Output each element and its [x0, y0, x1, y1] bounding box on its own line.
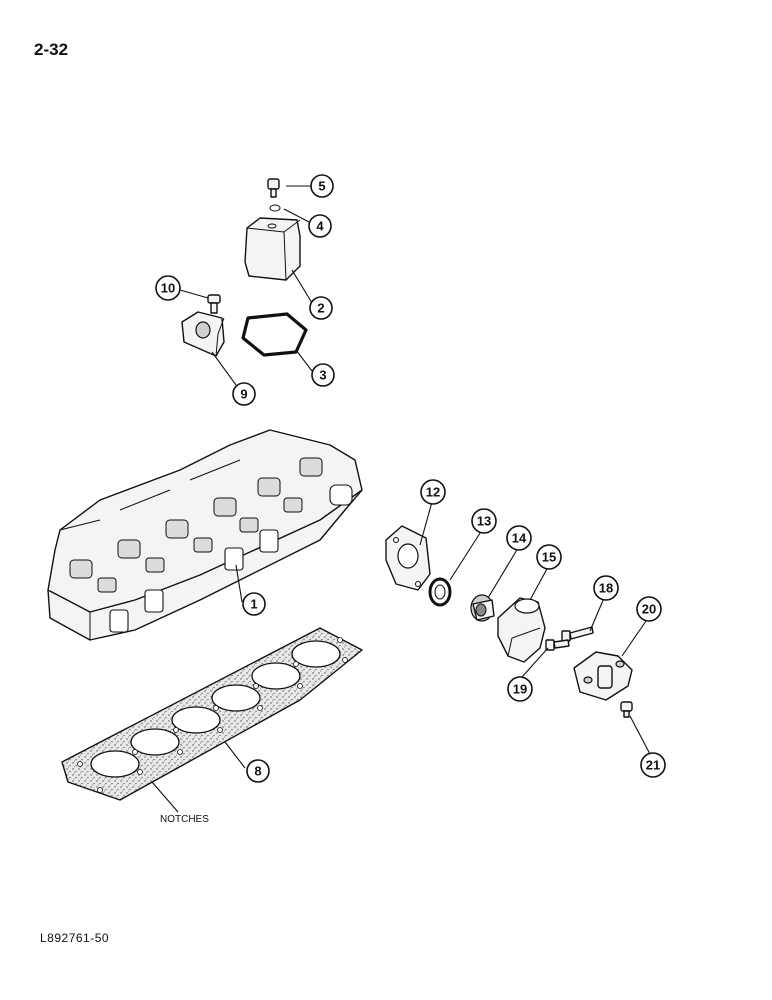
callout-21: 21	[640, 752, 666, 778]
callout-14: 14	[506, 525, 532, 551]
callout-8: 8	[246, 759, 270, 783]
head-gasket-part-8	[61, 627, 363, 801]
notches-label: NOTCHES	[160, 814, 209, 825]
svg-text:13: 13	[477, 514, 491, 529]
cylinder-head-part-1	[47, 429, 363, 641]
bracket-part-9	[181, 311, 225, 357]
thermostat-housing-part-15	[497, 597, 546, 663]
figure-code: L892761-50	[40, 931, 110, 945]
svg-text:10: 10	[161, 281, 175, 296]
svg-text:18: 18	[599, 581, 613, 596]
callout-5: 5	[310, 174, 334, 198]
callout-10: 10	[155, 275, 181, 301]
svg-text:12: 12	[426, 485, 440, 500]
svg-text:5: 5	[318, 179, 325, 194]
callout-19: 19	[507, 676, 533, 702]
bolt-part-21	[620, 701, 633, 718]
callout-3: 3	[311, 363, 335, 387]
thermostat-part-14	[470, 594, 495, 622]
bolt-part-18	[561, 626, 594, 642]
callout-12: 12	[420, 479, 446, 505]
svg-text:15: 15	[542, 550, 556, 565]
svg-text:1: 1	[250, 597, 257, 612]
bolt-part-5	[267, 178, 280, 198]
svg-text:8: 8	[254, 764, 261, 779]
bolt-part-19	[545, 639, 570, 651]
svg-text:9: 9	[240, 387, 247, 402]
callout-1: 1	[242, 592, 266, 616]
bolt-part-10	[207, 294, 221, 314]
svg-text:3: 3	[319, 368, 326, 383]
page-number: 2-32	[34, 40, 69, 59]
callout-9: 9	[232, 382, 256, 406]
callout-18: 18	[593, 575, 619, 601]
callout-13: 13	[471, 508, 497, 534]
outlet-gasket-part-12	[385, 525, 431, 591]
svg-text:21: 21	[646, 758, 660, 773]
leader-lines	[151, 185, 652, 813]
bracket-part-20	[573, 651, 633, 701]
callout-2: 2	[309, 296, 333, 320]
callout-4: 4	[308, 214, 332, 238]
callout-20: 20	[636, 596, 662, 622]
washer-part-4	[269, 204, 281, 212]
svg-text:4: 4	[316, 219, 324, 234]
seal-part-13	[428, 577, 452, 607]
svg-text:19: 19	[513, 682, 527, 697]
svg-text:14: 14	[512, 531, 527, 546]
svg-text:20: 20	[642, 602, 656, 617]
gasket-part-3	[241, 312, 308, 357]
cover-part-2	[244, 217, 301, 281]
svg-text:2: 2	[317, 301, 324, 316]
callout-15: 15	[536, 544, 562, 570]
